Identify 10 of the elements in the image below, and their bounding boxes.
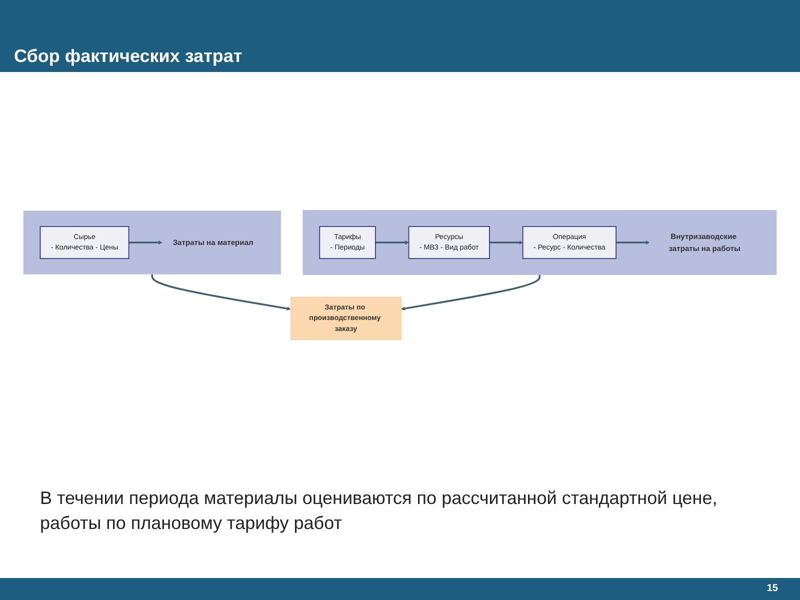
arrow [489,240,524,244]
arrow [400,274,541,310]
arrow [616,240,650,244]
cluster [23,210,281,274]
arrow [128,240,162,244]
cluster [302,210,777,275]
arrow [375,240,409,244]
caption: В течении периода материалы оцениваются по рассчитанной стандартной цене, работы по плановому тарифу работ [40,487,718,536]
slide-title: Сбор фактических затрат [14,46,242,67]
page-number: 15 [766,583,778,594]
